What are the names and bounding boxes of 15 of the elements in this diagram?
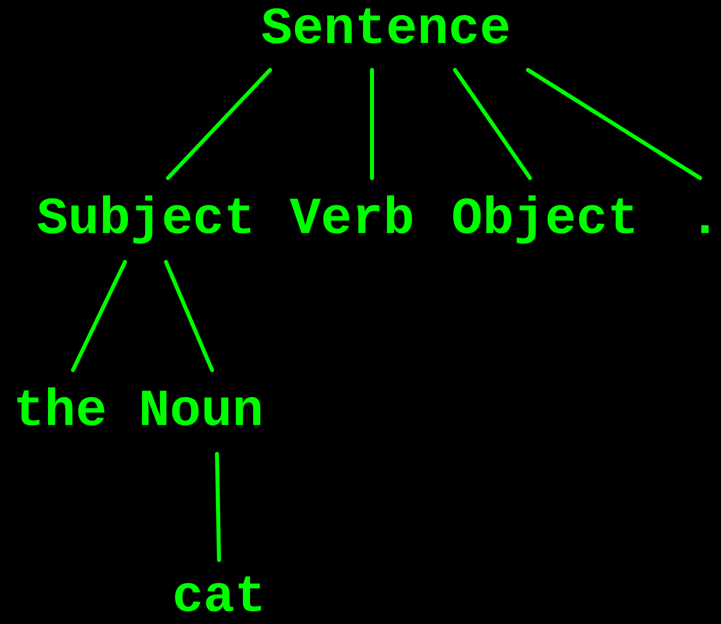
tree-word: Verb <box>290 178 414 262</box>
tree-word: Object <box>451 178 639 262</box>
tree-word: . <box>689 178 721 262</box>
tree-branch-line <box>71 260 127 372</box>
tree-branch-line <box>164 260 214 372</box>
tree-word: Subject <box>36 178 256 262</box>
tree-word: Sentence <box>261 4 511 70</box>
tree-word: cat <box>172 560 266 624</box>
tree-branch-line <box>215 452 221 562</box>
tree-branch-line <box>526 68 702 180</box>
tree-branch-line <box>166 68 272 180</box>
tree-word: Noun <box>138 370 264 454</box>
tree-word: the <box>13 370 107 454</box>
tree-branch-line <box>370 68 374 180</box>
tree-branch-line <box>453 68 532 180</box>
